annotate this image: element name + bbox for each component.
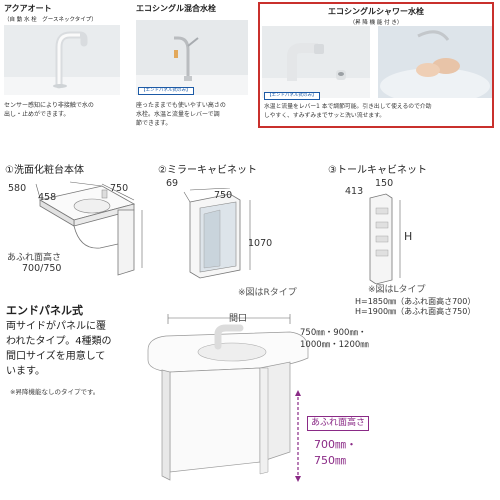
faucet-photo xyxy=(4,25,120,95)
description-line: 両サイドがパネルに覆 xyxy=(6,321,106,332)
vanity-dim-width: 750 xyxy=(110,183,129,194)
vanity-heading: ①洗面化粧台本体 xyxy=(5,165,84,176)
mirror-heading: ②ミラーキャビネット xyxy=(158,165,257,176)
vanity-dim-depth: 580 xyxy=(8,183,27,194)
tall-cabinet-diagram xyxy=(369,193,401,284)
vanity-dim-inner: 458 xyxy=(38,192,57,203)
hand-washing-image xyxy=(380,30,490,98)
description-line: 出し・止めができます。 xyxy=(4,111,70,118)
tall-note: ※図はLタイプ xyxy=(368,285,426,295)
description-line: 水栓。水温と流量をレバーで調 xyxy=(136,111,220,118)
faucet-description: 座ったままでも使いやすい高さの 水栓。水温と流量をレバーで調 節できます。 xyxy=(136,101,248,128)
vanity-height-label: あふれ面高さ xyxy=(7,253,62,263)
frontage-sizes-1: 750㎜・900㎜・ xyxy=(300,328,367,338)
end-panel-only-tag: 【エンドパネル式のみ】 xyxy=(264,92,320,100)
faucet-panel-eco-single-mixer: エコシングル混合水栓 【エンドパネル式のみ】 座ったままでも使いやすい高さの 水… xyxy=(136,3,248,128)
height-value-2: 750㎜ xyxy=(314,454,346,467)
faucet-subtitle: （自 動 水 栓 グースネックタイプ） xyxy=(4,17,97,23)
height-value-1: 700㎜・ xyxy=(314,438,357,451)
description-line: 水温と流量をレバー1 本で調節可能。引き出して使えるので介助 xyxy=(264,104,432,110)
mirror-note: ※図はRタイプ xyxy=(238,288,297,298)
gooseneck-faucet-image xyxy=(4,31,120,95)
faucet-title: エコシングルシャワー水栓 xyxy=(328,7,424,16)
tall-dim-width: 150 xyxy=(375,178,394,189)
tall-heading: ③トールキャビネット xyxy=(328,165,427,176)
faucet-panel-aqua-auto: アクアオート （自 動 水 栓 グースネックタイプ） センサー感知により非接触で… xyxy=(4,3,120,125)
end-panel-only-tag: 【エンドパネル式のみ】 xyxy=(138,87,194,95)
vanity-diagram xyxy=(35,181,143,276)
end-panel-title: エンドパネル式 xyxy=(6,304,83,317)
description-line: 節できます。 xyxy=(136,120,172,127)
mirror-dim-depth: 69 xyxy=(166,178,179,189)
frontage-sizes-2: 1000㎜・1200㎜ xyxy=(300,340,369,350)
tall-dim-depth: 413 xyxy=(345,186,364,197)
end-panel-note: ※昇降機能なしのタイプです。 xyxy=(10,388,100,396)
mirror-cabinet-diagram xyxy=(183,188,251,279)
end-panel-description: 両サイドがパネルに覆 われたタイプ。4種類の 間口サイズを用意して います。 xyxy=(6,319,112,379)
faucet-title: エコシングル混合水栓 xyxy=(136,4,216,13)
faucet-photo xyxy=(136,20,248,95)
description-line: われたタイプ。4種類の xyxy=(6,336,112,347)
shower-use-photo xyxy=(378,26,492,98)
faucet-panel-eco-single-shower: エコシングルシャワー水栓 （昇 降 機 能 付 き） 【エンドパネル式のみ】 水… xyxy=(258,2,494,128)
tall-spec-2: H=1900㎜（あふれ面高さ750） xyxy=(355,307,476,316)
faucet-description: 水温と流量をレバー1 本で調節可能。引き出して使えるので介助 しやすく、すみずみ… xyxy=(264,103,492,121)
faucet-description: センサー感知により非接触で水の 出し・止めができます。 xyxy=(4,101,120,119)
shower-faucet-photo xyxy=(262,26,370,98)
description-line: います。 xyxy=(6,366,45,377)
mixer-faucet-image xyxy=(136,36,248,95)
mirror-dim-height: 1070 xyxy=(248,238,273,249)
end-panel-vanity-illustration xyxy=(147,314,309,482)
faucet-title: アクアオート xyxy=(4,4,52,13)
faucet-subtitle: （昇 降 機 能 付 き） xyxy=(349,20,403,26)
description-line: しやすく、すみずみまでサッと洗い流せます。 xyxy=(264,113,386,119)
description-line: センサー感知により非接触で水の xyxy=(4,102,94,109)
mirror-dim-width: 750 xyxy=(214,190,233,201)
tall-dim-height: H xyxy=(404,230,413,243)
shower-faucet-image xyxy=(262,43,370,98)
tall-spec-1: H=1850㎜（あふれ面高さ700） xyxy=(355,297,476,306)
frontage-label: 間口 xyxy=(229,314,248,324)
description-line: 間口サイズを用意して xyxy=(6,351,106,362)
vanity-height-value: 700/750 xyxy=(22,263,62,274)
height-badge: あふれ面高さ xyxy=(307,416,370,431)
description-line: 座ったままでも使いやすい高さの xyxy=(136,102,226,109)
